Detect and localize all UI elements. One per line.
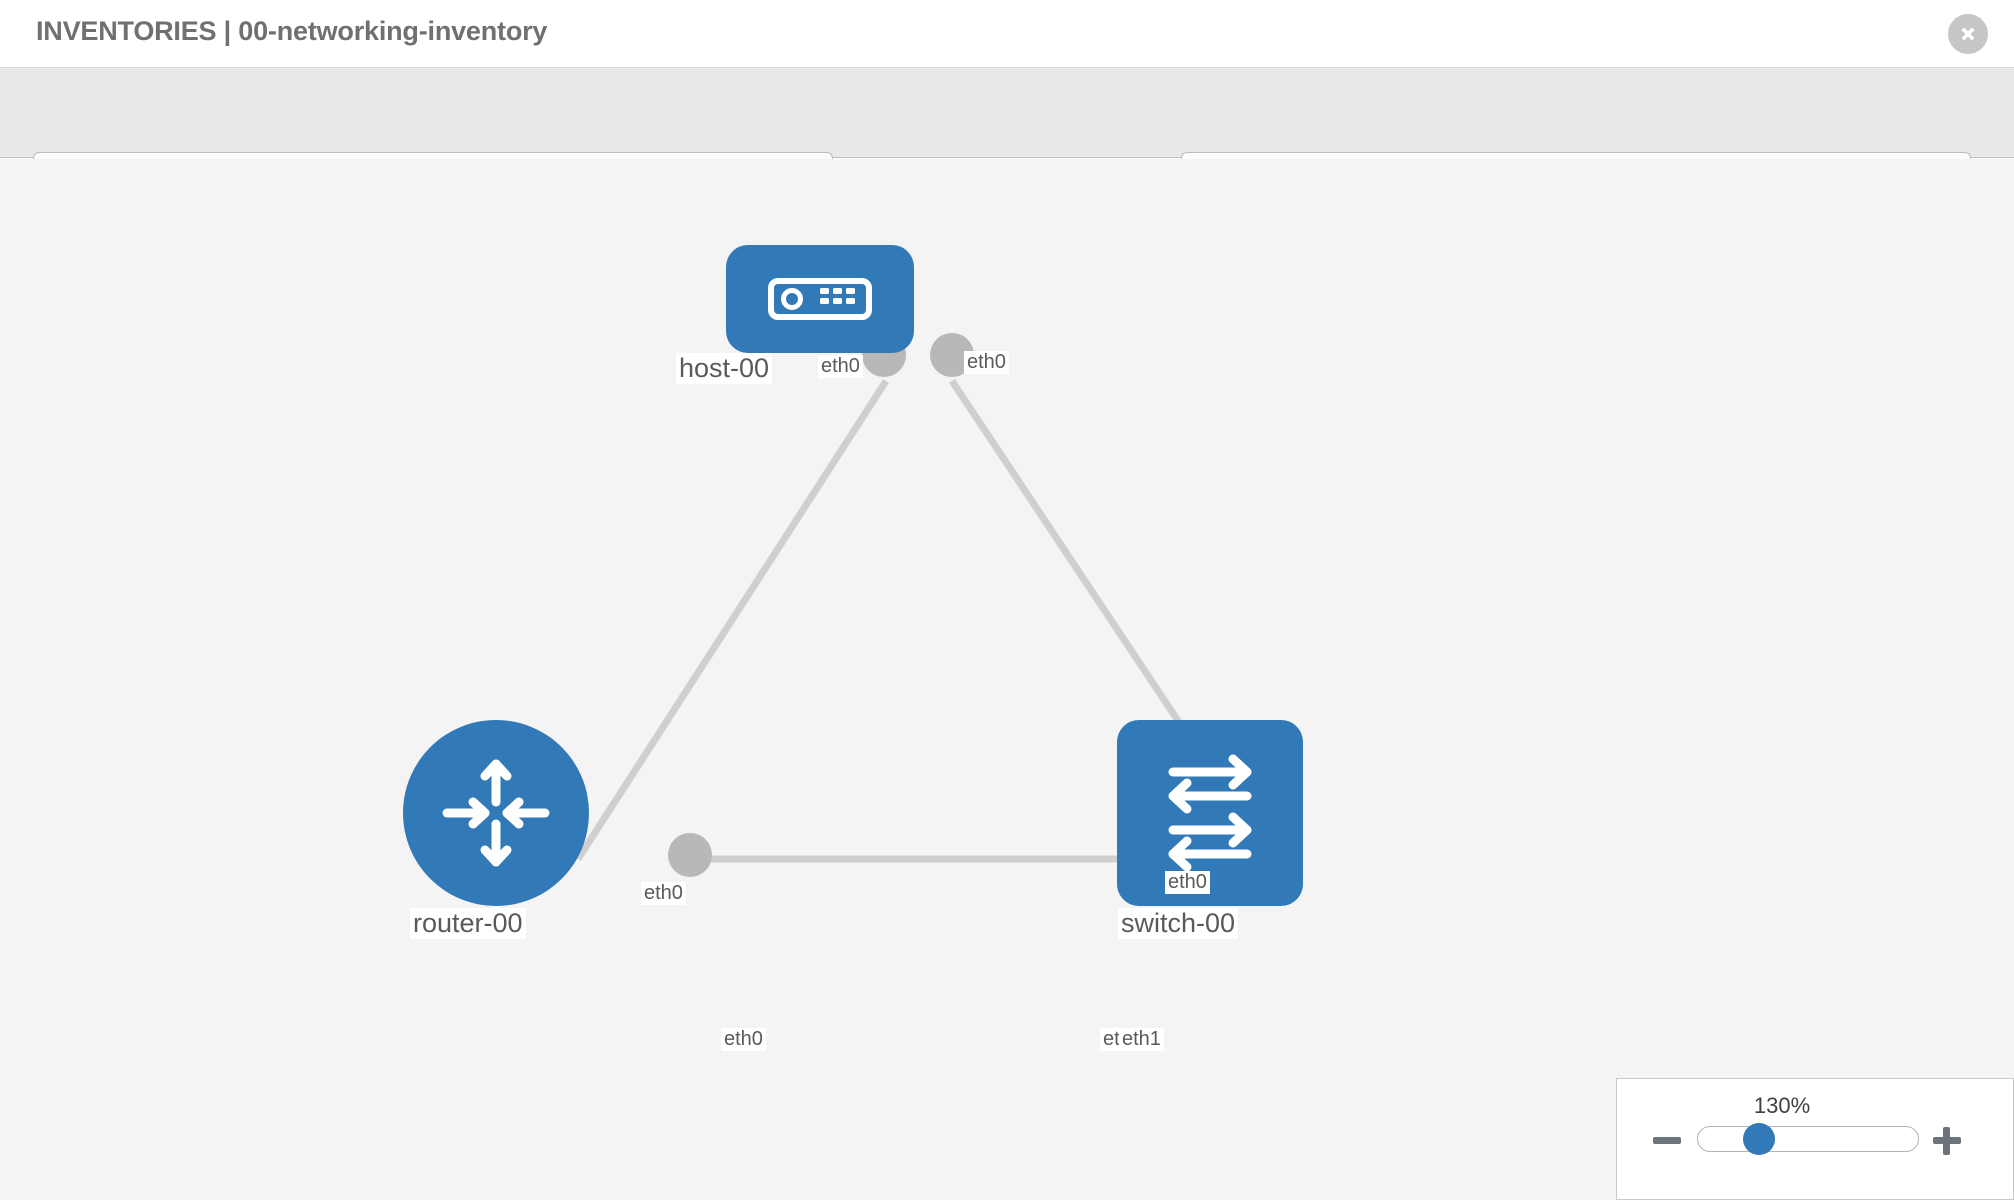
server-appliance-icon bbox=[768, 278, 872, 320]
close-icon[interactable] bbox=[1948, 14, 1988, 54]
zoom-percent-label: 130% bbox=[1753, 1093, 1811, 1118]
topology-links-layer bbox=[575, 333, 1252, 877]
switch-arrows-icon bbox=[1168, 754, 1252, 872]
link-host-router[interactable] bbox=[575, 379, 889, 861]
page-title: INVENTORIES | 00-networking-inventory bbox=[36, 16, 548, 46]
edge-label-router-up: eth0 bbox=[641, 882, 686, 905]
router-arrows-icon bbox=[442, 759, 550, 867]
node-label-host: host-00 bbox=[676, 353, 773, 384]
toolbar: ACTIONS SEARCH bbox=[0, 68, 2014, 204]
zoom-out-button[interactable] bbox=[1653, 1137, 1681, 1144]
zoom-in-button-vertical[interactable] bbox=[1943, 1127, 1950, 1155]
edge-label-host-right: eth0 bbox=[964, 351, 1009, 374]
edge-label-switch-up: eth0 bbox=[1165, 871, 1210, 894]
connector-router-right[interactable] bbox=[668, 833, 712, 877]
zoom-slider-thumb[interactable] bbox=[1743, 1123, 1775, 1155]
edge-label-switch-left: eth1 bbox=[1119, 1028, 1164, 1051]
router-node-shape[interactable] bbox=[403, 720, 589, 906]
host-node-shape[interactable] bbox=[726, 245, 914, 353]
edge-label-host-left: eth0 bbox=[818, 355, 863, 378]
close-x-glyph bbox=[1961, 27, 1975, 41]
connector-host-right[interactable] bbox=[930, 333, 974, 377]
node-label-router: router-00 bbox=[410, 908, 526, 939]
topology-canvas[interactable]: host-00 router-00 bbox=[0, 159, 2014, 1200]
switch-node-shape[interactable] bbox=[1117, 720, 1303, 906]
zoom-slider-track[interactable] bbox=[1697, 1126, 1919, 1152]
window-header: INVENTORIES | 00-networking-inventory bbox=[0, 0, 2014, 68]
node-label-switch: switch-00 bbox=[1118, 908, 1239, 939]
zoom-control-panel: 130% bbox=[1616, 1078, 2014, 1200]
edge-label-router-right: eth0 bbox=[721, 1028, 766, 1051]
